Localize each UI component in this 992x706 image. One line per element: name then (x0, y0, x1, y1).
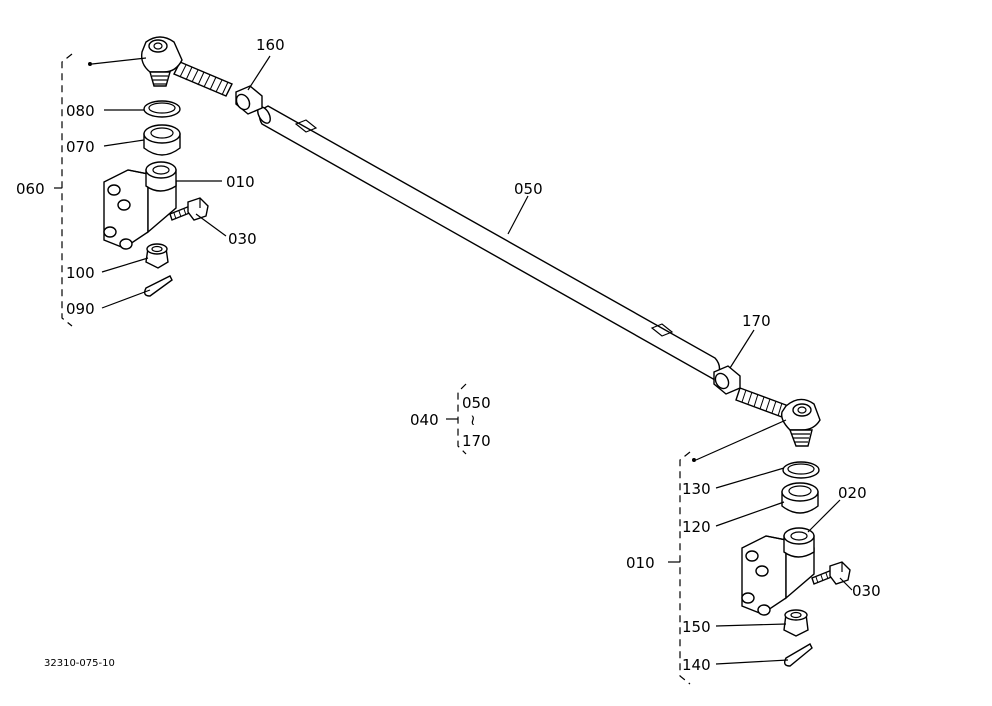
tie-rod-end-upper (140, 36, 233, 97)
seal-070 (143, 124, 181, 156)
label-020: 020 (838, 484, 867, 502)
label-160: 160 (256, 36, 285, 54)
ring-130 (782, 461, 820, 479)
label-040: 040 (410, 411, 439, 429)
label-100: 100 (66, 264, 95, 282)
bolt-030-lower (811, 561, 851, 585)
label-150: 150 (682, 618, 711, 636)
group-bracket-060 (54, 53, 147, 327)
nut-150 (783, 609, 809, 637)
label-140: 140 (682, 656, 711, 674)
cotter-pin-090 (143, 275, 173, 297)
drawing-code: 32310-075-10 (44, 658, 115, 669)
part-labels: 160 080 070 010 060 030 100 090 050 170 … (16, 36, 881, 674)
nut-160 (235, 85, 263, 115)
label-090: 090 (66, 300, 95, 318)
label-170: 170 (742, 312, 771, 330)
label-010-upper: 010 (226, 173, 255, 191)
label-range-sep: ≀ (470, 411, 476, 429)
label-010-lower: 010 (626, 554, 655, 572)
label-060: 060 (16, 180, 45, 198)
knuckle-arm-lower (741, 527, 815, 616)
seal-120 (781, 482, 819, 514)
nut-100 (145, 243, 169, 269)
label-050: 050 (514, 180, 543, 198)
label-070: 070 (66, 138, 95, 156)
cotter-pin-140 (783, 643, 813, 667)
label-range-start: 050 (462, 394, 491, 412)
tie-rod-tube (257, 105, 721, 381)
ring-080 (143, 100, 181, 118)
group-bracket-040 (446, 383, 467, 455)
label-130: 130 (682, 480, 711, 498)
nut-170 (713, 365, 741, 395)
label-080: 080 (66, 102, 95, 120)
label-030-lower: 030 (852, 582, 881, 600)
knuckle-arm-upper (103, 161, 177, 250)
group-bracket-010 (668, 419, 787, 685)
leader-lines (101, 55, 853, 665)
bolt-030-upper (169, 197, 209, 221)
label-030-upper: 030 (228, 230, 257, 248)
label-120: 120 (682, 518, 711, 536)
tie-rod-end-lower (735, 387, 821, 447)
label-range-end: 170 (462, 432, 491, 450)
